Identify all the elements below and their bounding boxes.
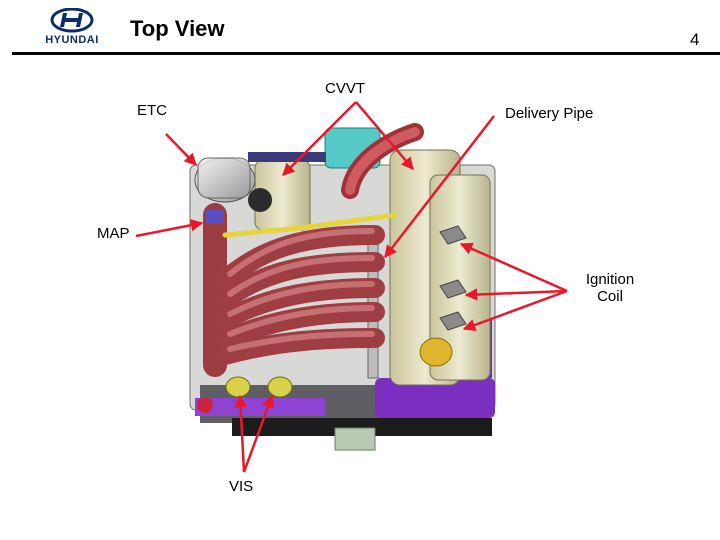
cvvt-label: CVVT	[325, 80, 366, 97]
map-arrow	[135, 219, 204, 238]
vis-arrow-2	[242, 394, 274, 473]
intake-manifold	[203, 203, 398, 377]
etc-label: ETC	[137, 102, 167, 119]
hyundai-logo: HYUNDAI	[36, 7, 108, 48]
vis-label: VIS	[229, 478, 254, 495]
cvvt-arrow-left	[282, 101, 357, 176]
logo-wordmark: HYUNDAI	[45, 34, 99, 46]
hyundai-emblem-icon	[50, 7, 94, 33]
page-title: Top View	[130, 16, 225, 41]
delivery-pipe-arrow	[384, 115, 495, 258]
ignition-coil-arrow-1	[459, 242, 568, 293]
etc-arrow	[165, 133, 197, 166]
ignition-coil-arrow-3	[462, 289, 568, 331]
throttle-body	[194, 157, 272, 212]
header-rule	[12, 52, 720, 55]
page-number: 4	[690, 30, 700, 49]
callout-arrows	[135, 101, 568, 473]
map-label: MAP	[97, 225, 130, 242]
cvvt-arrow-right	[355, 101, 414, 170]
delivery-pipe-label: Delivery Pipe	[505, 105, 594, 122]
vis-actuators	[225, 376, 293, 398]
vis-arrow-1	[234, 394, 247, 473]
slide-header: HYUNDAI Top View 4	[0, 0, 720, 56]
ignition-coil-arrow-2	[464, 288, 568, 301]
ignition-coil-label: Ignition Coil	[585, 271, 635, 305]
